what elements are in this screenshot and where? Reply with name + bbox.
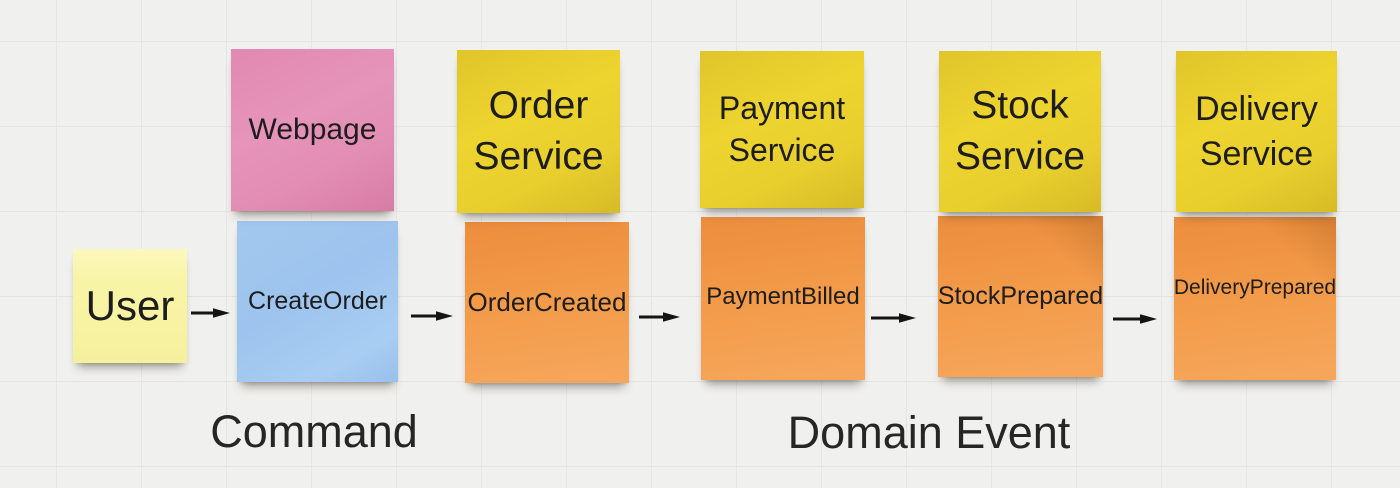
sticky-note-stock-service[interactable]: Stock Service (939, 51, 1101, 212)
sticky-note-webpage[interactable]: Webpage (231, 49, 394, 211)
sticky-note-create-order[interactable]: CreateOrder (237, 221, 398, 382)
note-text: Webpage (248, 113, 377, 146)
note-text: CreateOrder (248, 287, 387, 315)
note-text: Stock Service (954, 83, 1086, 178)
sticky-note-delivery-prepared[interactable]: DeliveryPrepared (1174, 217, 1336, 380)
note-text: User (85, 282, 175, 329)
note-text: Payment Service (718, 89, 846, 168)
note-text: StockPrepared (937, 282, 1104, 310)
sticky-note-payment-billed[interactable]: PaymentBilled (701, 217, 865, 380)
note-text: DeliveryPrepared (1173, 275, 1337, 299)
sticky-note-order-created[interactable]: OrderCreated (465, 222, 629, 383)
note-text: Order Service (473, 83, 604, 178)
arrow-right-icon[interactable] (639, 311, 680, 323)
sticky-note-order-service[interactable]: Order Service (457, 50, 620, 213)
sticky-note-user[interactable]: User (73, 249, 187, 363)
note-text: PaymentBilled (706, 282, 860, 310)
arrow-right-icon[interactable] (191, 307, 230, 319)
arrow-right-icon[interactable] (411, 310, 453, 322)
domain-event-section-label[interactable]: Domain Event (787, 407, 1071, 458)
arrow-right-icon[interactable] (871, 312, 916, 324)
sticky-note-stock-prepared[interactable]: StockPrepared (938, 216, 1103, 377)
arrow-right-icon[interactable] (1113, 313, 1157, 325)
command-section-label[interactable]: Command (210, 406, 418, 457)
sticky-note-payment-service[interactable]: Payment Service (700, 51, 864, 208)
note-text: OrderCreated (467, 287, 627, 317)
sticky-note-delivery-service[interactable]: Delivery Service (1176, 51, 1337, 212)
note-text: Delivery Service (1195, 90, 1318, 173)
